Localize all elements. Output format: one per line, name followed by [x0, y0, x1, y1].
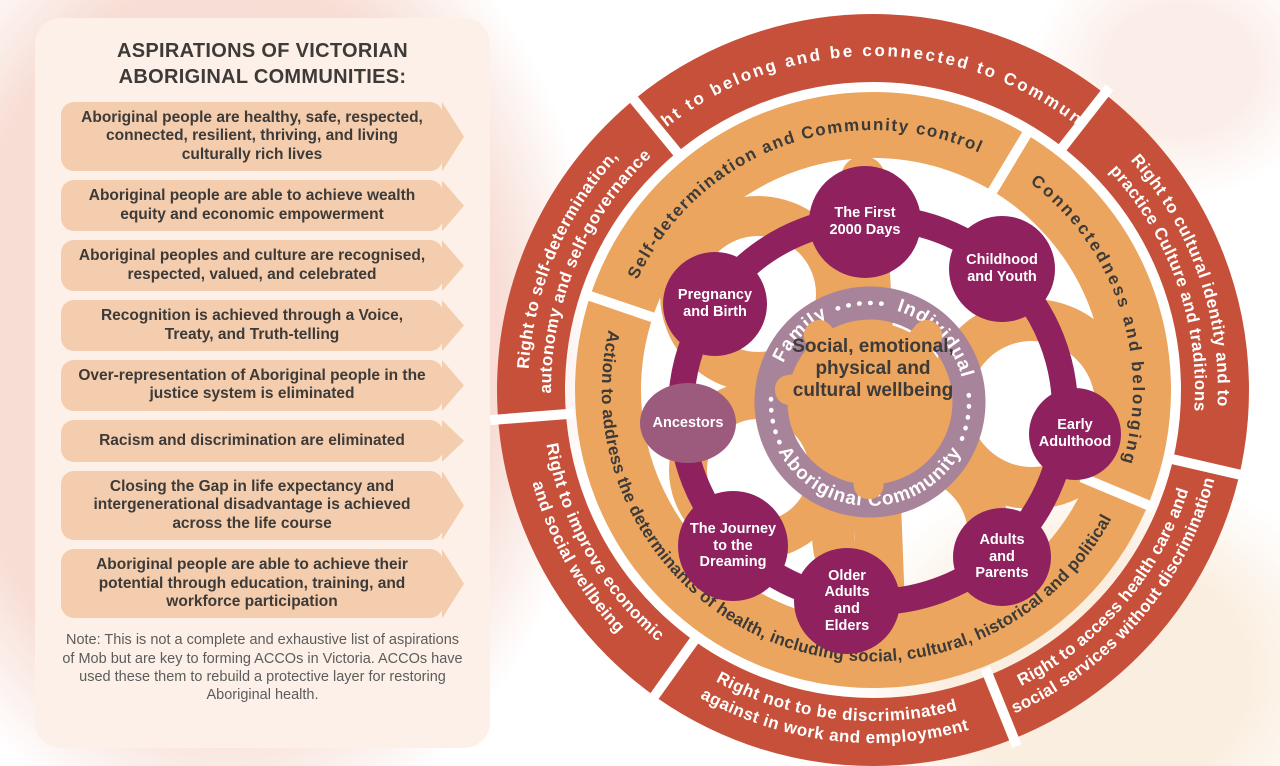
stage-journey-to-the-dreaming: The Journey to the Dreaming — [678, 491, 788, 601]
aspiration-list: Aboriginal people are healthy, safe, res… — [61, 102, 464, 619]
panel-title: ASPIRATIONS OF VICTORIAN ABORIGINAL COMM… — [117, 40, 408, 88]
middle-ring-dividers — [582, 126, 1156, 513]
aspiration-item-5: Over-representation of Aboriginal people… — [61, 359, 443, 411]
stage-ancestors: Ancestors — [640, 383, 736, 463]
center-blob — [774, 319, 950, 500]
outer-ring-dividers — [489, 84, 1249, 748]
outer-rights-ring — [497, 14, 1249, 766]
aspiration-item-8: Aboriginal people are able to achieve th… — [61, 549, 443, 619]
aspirations-panel: ASPIRATIONS OF VICTORIAN ABORIGINAL COMM… — [35, 18, 490, 748]
aspiration-item-1: Aboriginal people are healthy, safe, res… — [61, 102, 443, 172]
stage-adults-and-parents: Adults and Parents — [953, 508, 1051, 606]
panel-note: Note: This is not a complete and exhaust… — [62, 632, 463, 703]
stage-pregnancy-and-birth: Pregnancy and Birth — [663, 252, 767, 356]
stage-childhood-and-youth: Childhood and Youth — [949, 216, 1055, 322]
inner-ring-dotted-separators — [768, 300, 972, 445]
wheel-svg: Right to belong and be connected to Comm… — [483, 0, 1249, 766]
aspiration-item-4: Recognition is achieved through a Voice,… — [61, 300, 443, 351]
center-wellbeing-label: Social, emotional, physical and cultural… — [792, 336, 954, 402]
aspiration-item-6: Racism and discrimination are eliminated — [61, 419, 443, 462]
stage-first-2000-days: The First 2000 Days — [809, 166, 921, 278]
stage-older-adults-and-elders: Older Adults and Elders — [794, 548, 900, 654]
stage-early-adulthood: Early Adulthood — [1029, 388, 1121, 480]
aspiration-item-2: Aboriginal people are able to achieve we… — [61, 180, 443, 232]
aspiration-item-3: Aboriginal peoples and culture are recog… — [61, 240, 443, 292]
wellbeing-wheel: Right to belong and be connected to Comm… — [483, 0, 1280, 766]
aspiration-item-7: Closing the Gap in life expectancy and i… — [61, 470, 443, 541]
middle-themes-ring — [575, 92, 1171, 688]
